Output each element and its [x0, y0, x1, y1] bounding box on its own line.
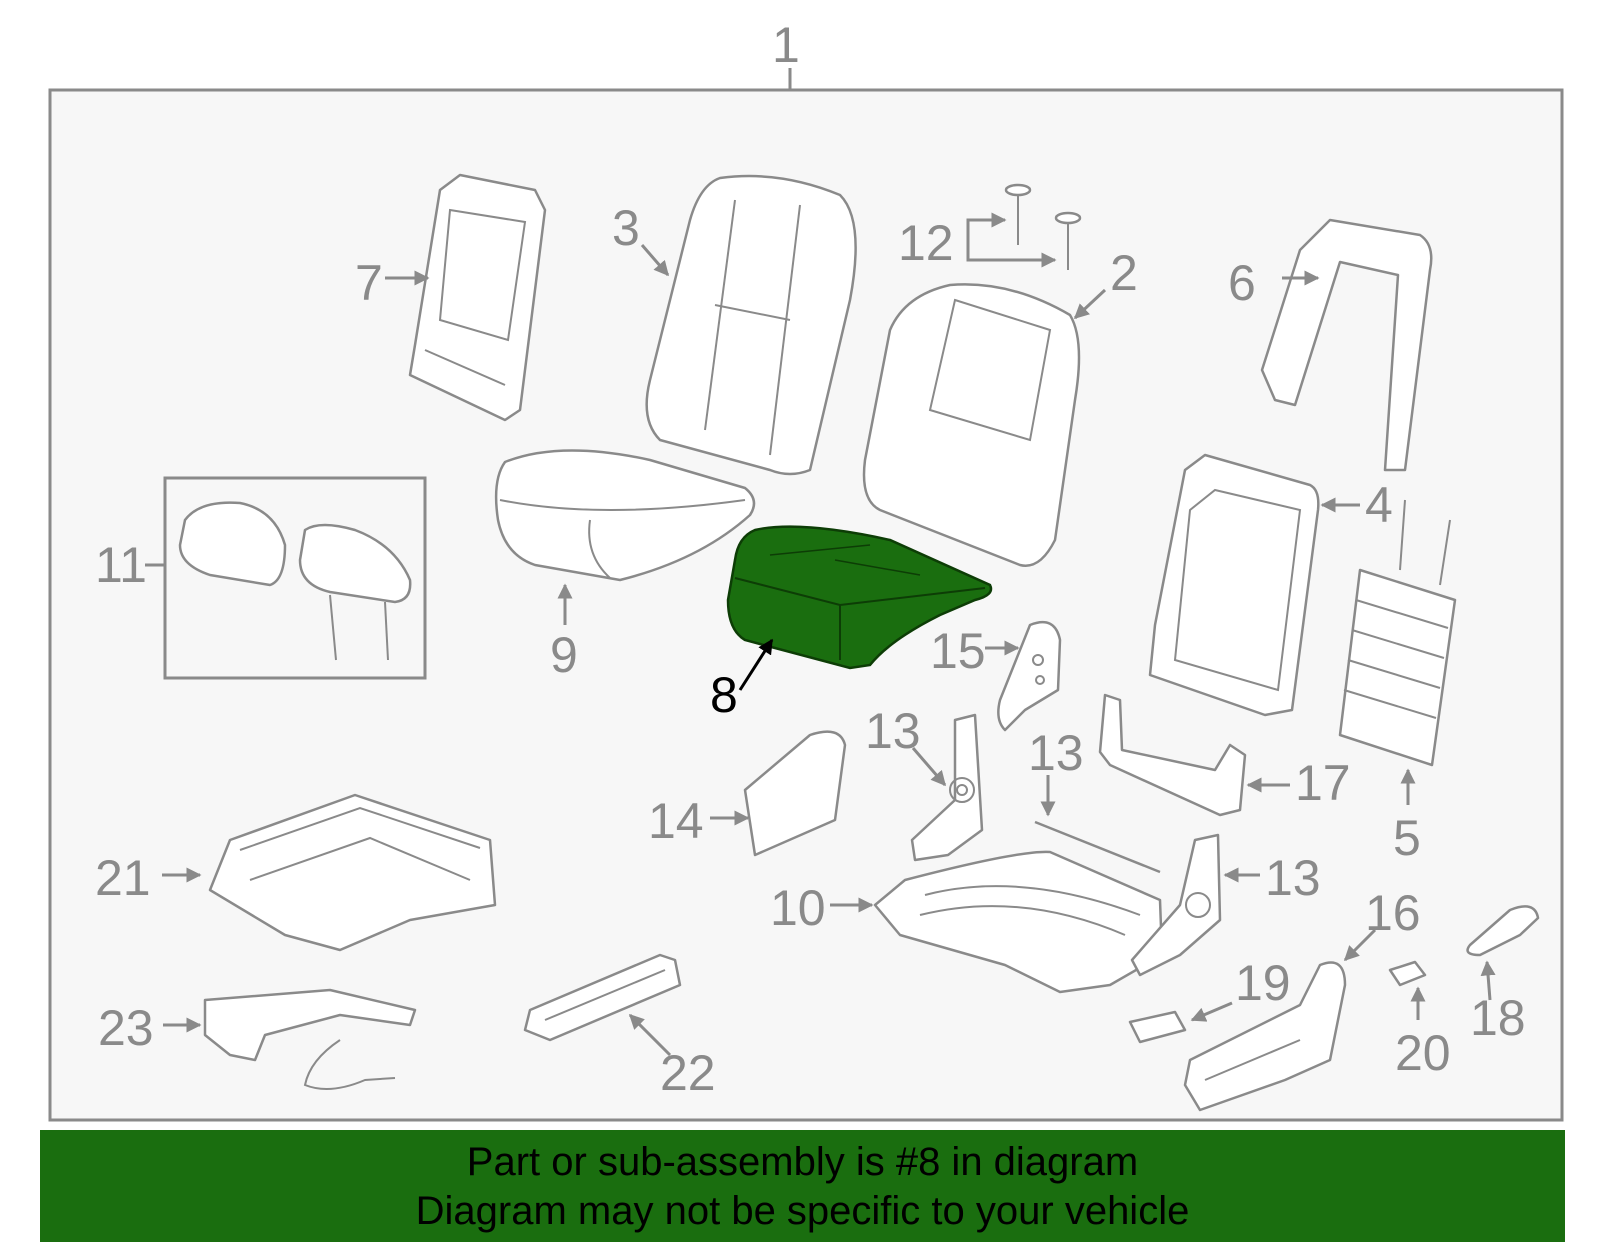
callout-15: 16	[1365, 885, 1421, 941]
part-3-seatback-cover: 3	[612, 174, 857, 476]
callout-9: 9	[550, 627, 578, 683]
callout-3: 3	[612, 200, 640, 256]
part-2-seatback-pad: 2	[862, 245, 1138, 567]
part-20-switch: 19	[1128, 955, 1291, 1044]
part-17-bracket: 15	[930, 620, 1062, 732]
part-23-trim-panel: 22	[523, 953, 716, 1101]
callout-19: 18	[1470, 990, 1526, 1046]
part-6-frame-trim: 6	[1228, 218, 1433, 472]
part-7-seatback-panel: 7	[355, 173, 547, 422]
part-10-cushion-frame: 10	[770, 850, 1164, 994]
callout-10: 10	[770, 880, 826, 936]
callout-7: 7	[355, 255, 383, 311]
part-14-rod: 13	[1028, 725, 1161, 874]
part-18-cross-bar: 17	[1098, 693, 1351, 817]
callout-12: 12	[898, 215, 954, 271]
callout-21: 20	[1395, 1025, 1451, 1081]
callout-11: 11	[95, 537, 147, 593]
callout-20: 19	[1235, 955, 1291, 1011]
callout-22: 21	[95, 850, 151, 906]
callout-5: 5	[1393, 810, 1421, 866]
part-11-head-restraints: 11	[95, 476, 427, 680]
part-21-knob: 20	[1388, 960, 1451, 1081]
callout-14: 13	[1028, 725, 1084, 781]
part-9-cushion-cover: 9	[494, 449, 756, 683]
callout-16: 14	[648, 793, 704, 849]
part-16-side-shield: 14	[648, 730, 847, 857]
part-15-side-cover: 16	[1183, 885, 1421, 1112]
part-8-cushion-pad: 8	[710, 525, 993, 723]
part-4-seatback-frame: 4	[1148, 453, 1393, 717]
callout-17: 15	[930, 623, 986, 679]
banner-line-1: Part or sub-assembly is #8 in diagram	[466, 1140, 1139, 1184]
part-13-recliner-upper: 13	[865, 703, 984, 862]
part-24-wire-harness: 23	[98, 988, 417, 1090]
part-22-seat-adjuster: 21	[95, 793, 497, 952]
banner-line-2: Diagram may not be specific to your vehi…	[415, 1189, 1190, 1233]
callout-24: 23	[98, 1000, 154, 1056]
part-19-handle: 18	[1466, 905, 1540, 1046]
callout-13-upper: 13	[865, 703, 921, 759]
callout-4: 4	[1365, 477, 1393, 533]
callout-1: 1	[772, 17, 800, 73]
part-13-recliner-lower: 13	[1130, 833, 1321, 977]
callout-23: 22	[660, 1045, 716, 1101]
info-banner: Part or sub-assembly is #8 in diagram Di…	[40, 1130, 1565, 1242]
callout-13-lower: 13	[1265, 850, 1321, 906]
callout-18: 17	[1295, 755, 1351, 811]
callout-6: 6	[1228, 255, 1256, 311]
part-5-lumbar-support: 5	[1338, 499, 1457, 866]
callout-8: 8	[710, 667, 738, 723]
part-12-bolts: 12	[898, 183, 1082, 271]
callout-2: 2	[1110, 245, 1138, 301]
